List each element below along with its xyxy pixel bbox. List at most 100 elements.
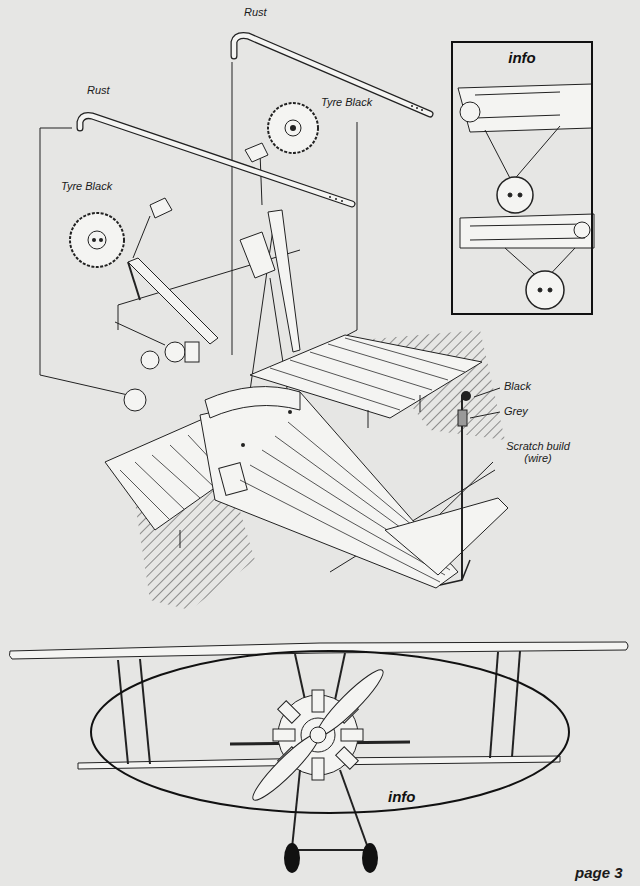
drawing-stroke	[205, 387, 300, 418]
drawing-stroke	[247, 664, 389, 806]
paint-label: Rust	[86, 84, 111, 96]
drawing-stroke	[362, 843, 378, 873]
drawing-stroke	[245, 143, 268, 162]
drawing-stroke	[420, 395, 421, 412]
drawing-stroke	[411, 105, 413, 107]
drawing-stroke	[538, 288, 542, 292]
drawing-stroke	[88, 231, 106, 249]
drawing-stroke	[128, 258, 218, 344]
leader-line	[232, 62, 233, 355]
drawing-stroke	[329, 105, 423, 202]
drawing-stroke	[475, 92, 560, 95]
note-label: Scratch build (wire)	[497, 440, 579, 464]
panel-heading: info	[386, 788, 418, 805]
drawing-stroke	[118, 660, 128, 764]
drawing-stroke	[124, 389, 146, 411]
drawing-stroke	[574, 222, 590, 238]
drawing-stroke	[440, 560, 470, 585]
info-panel: info	[451, 41, 593, 315]
leader-line	[40, 128, 72, 129]
drawing-stroke	[180, 530, 181, 548]
drawing-stroke	[345, 338, 465, 372]
drawing-stroke	[278, 701, 301, 724]
ellipse-outline	[90, 650, 570, 814]
drawing-stroke	[185, 342, 199, 362]
drawing-stroke	[150, 198, 172, 218]
page-number: page 3	[574, 864, 624, 881]
drawing-stroke	[485, 126, 560, 182]
drawing-stroke	[234, 36, 430, 114]
drawing-stroke	[310, 727, 326, 743]
drawing-stroke	[219, 463, 247, 496]
drawing-stroke	[288, 410, 292, 414]
drawing-stroke	[460, 214, 594, 248]
drawing-stroke	[475, 115, 560, 118]
drawing-stroke	[460, 102, 480, 122]
drawing-stroke	[341, 200, 343, 202]
ellipse-outline	[91, 651, 569, 813]
drawing-stroke	[518, 193, 522, 197]
drawing-stroke	[120, 470, 170, 520]
drawing-stroke	[165, 342, 185, 362]
drawing-stroke	[335, 653, 345, 700]
leader-line	[260, 152, 262, 205]
drawing-stroke	[118, 651, 520, 764]
drawing-stroke	[497, 177, 533, 213]
drawing-stroke	[241, 443, 245, 447]
drawing-stroke	[458, 410, 467, 426]
drawing-stroke	[290, 360, 415, 400]
paint-label: Black	[503, 380, 532, 392]
drawing-stroke	[128, 262, 140, 300]
drawing-stroke	[526, 271, 564, 309]
drawing-stroke	[268, 103, 318, 153]
drawing-stroke	[312, 690, 324, 712]
drawing-stroke	[285, 120, 301, 136]
drawing-stroke	[385, 498, 508, 575]
drawing-stroke	[240, 232, 275, 278]
drawing-stroke	[140, 659, 150, 764]
drawing-stroke	[368, 410, 369, 428]
drawing-stroke	[99, 238, 103, 242]
leader-line	[133, 216, 150, 258]
drawing-stroke	[135, 462, 185, 510]
info-ellipse: info	[90, 650, 570, 814]
drawing-stroke	[152, 455, 200, 498]
tail-skid	[440, 391, 471, 585]
drawing-stroke	[273, 729, 295, 741]
drawing-stroke	[458, 84, 592, 132]
strut-parts	[80, 36, 430, 352]
paint-label: Tyre Black	[60, 180, 113, 192]
drawing-stroke	[312, 758, 324, 780]
leader-line	[40, 128, 128, 395]
drawing-stroke	[141, 351, 159, 369]
paint-label: Rust	[243, 6, 268, 18]
drawing-stroke	[470, 224, 585, 226]
drawing-stroke	[292, 770, 300, 848]
drawing-stroke	[295, 654, 305, 700]
drawing-stroke	[421, 109, 423, 111]
drawing-stroke	[341, 729, 363, 741]
drawing-stroke	[335, 198, 337, 200]
leader-line	[115, 322, 165, 345]
paint-label: Grey	[503, 405, 529, 417]
drawing-stroke	[268, 210, 300, 352]
drawing-stroke	[234, 36, 430, 114]
drawing-stroke	[512, 651, 520, 757]
drawing-stroke	[329, 196, 331, 198]
panel-heading: info	[506, 49, 538, 66]
inset-sketches	[458, 84, 594, 309]
drawing-stroke	[336, 747, 359, 770]
drawing-stroke	[124, 342, 199, 411]
aircraft-body	[105, 330, 508, 610]
drawing-stroke	[292, 849, 370, 851]
drawing-stroke	[470, 238, 585, 240]
drawing-stroke	[490, 652, 498, 758]
drawing-stroke	[548, 288, 552, 292]
drawing-stroke	[292, 770, 370, 850]
drawing-stroke	[290, 125, 296, 131]
drawing-stroke	[92, 238, 96, 242]
drawing-stroke	[416, 107, 418, 109]
drawing-stroke	[340, 770, 368, 848]
drawing-stroke	[508, 193, 512, 197]
